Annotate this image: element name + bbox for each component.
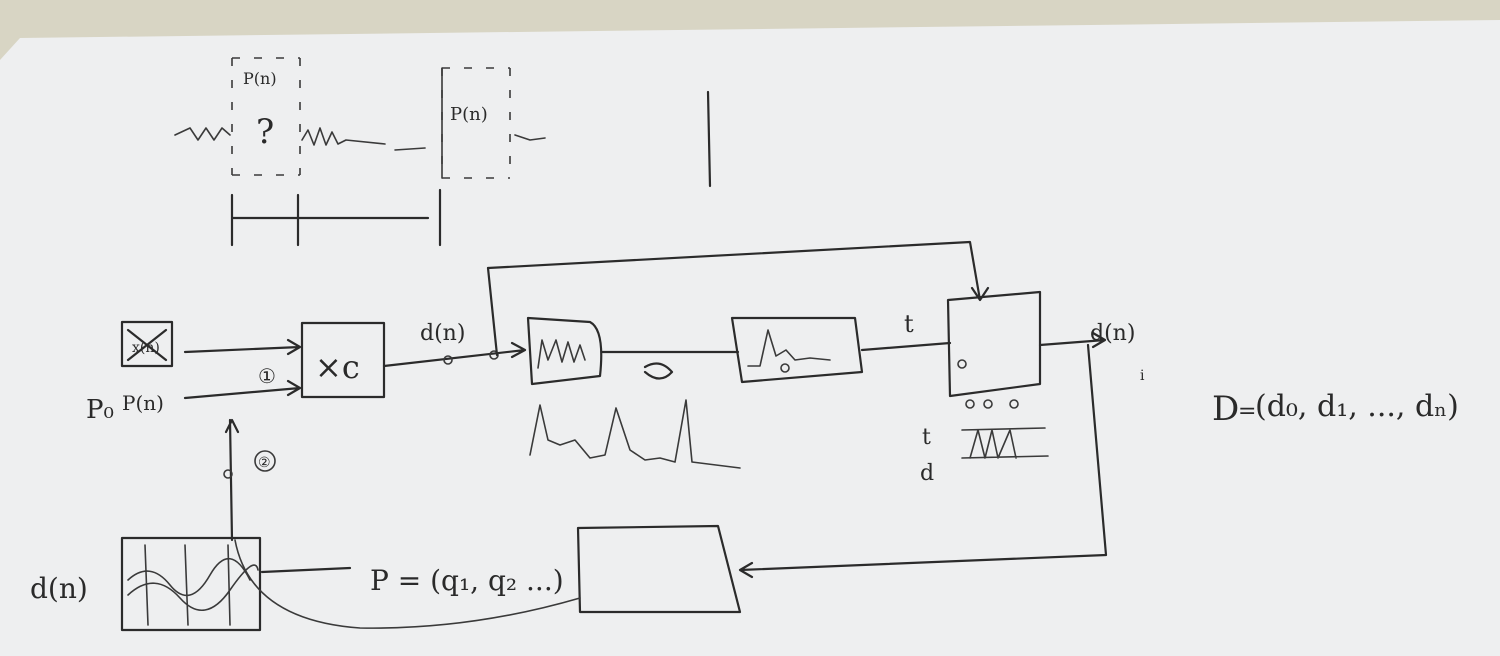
p-n-label: P(n): [122, 391, 164, 415]
d-vector-lhs: D: [1212, 389, 1239, 429]
legend-t: t: [922, 425, 931, 450]
p-vector-label: P = (q₁, q₂ ...): [370, 564, 564, 597]
feedback-right-line: [738, 343, 1108, 579]
feedback-top-line: [486, 240, 990, 302]
line-detector-to-decision: [860, 341, 952, 352]
pulse-detector-block: [730, 316, 864, 384]
waveform-curve-2: [127, 564, 259, 612]
waveform-curve-1: [127, 557, 251, 597]
feedback-path: ② d(n) P = (q₁, q₂ ...): [30, 343, 1108, 632]
arrow-up-to-p: [224, 418, 240, 542]
pipeline: x(n) P₀ P(n) ① ×c d(n) t d(n) i t d: [86, 240, 1459, 486]
waveform-window-box: [120, 536, 262, 632]
spike-waveform: [529, 399, 741, 469]
bottom-d-in-label: d(n): [30, 572, 88, 605]
d-vector-body: (d₀, d₁, ..., dₙ): [1255, 389, 1459, 424]
arrow-xc-to-filter: [382, 341, 527, 368]
timing-ruler: [230, 188, 442, 247]
arrow-p-to-xc: [183, 379, 302, 400]
spike-filter-block: [526, 316, 603, 386]
decision-block: [946, 290, 1042, 398]
top-label-p-right: P(n): [450, 104, 488, 125]
top-label-p-left: P(n): [243, 69, 277, 88]
d-n-label: d(n): [420, 321, 465, 346]
separator-line: [706, 90, 712, 188]
paper-sheet: [0, 20, 1500, 656]
loop-1-label: ①: [258, 364, 276, 388]
question-mark: ?: [256, 112, 274, 152]
d-vector-eq: =: [1238, 399, 1256, 424]
scribble-mark: [643, 362, 674, 380]
xc-label: ×c: [315, 348, 360, 386]
loop-2-label: ②: [258, 455, 271, 471]
p0-label: P₀: [86, 395, 114, 425]
i-label: i: [1140, 368, 1145, 384]
x-input-box: [120, 320, 174, 368]
arrow-decision-out: [1038, 331, 1107, 349]
estimator-block: [576, 524, 742, 614]
d-out-label: d(n): [1090, 321, 1135, 346]
noise-squiggle: [174, 127, 231, 141]
line-window-to-p: [260, 566, 352, 574]
curve-to-estimator: [234, 539, 581, 629]
xc-block: [300, 321, 386, 399]
x-input-label: x(n): [132, 340, 160, 356]
t-label: t: [904, 310, 914, 338]
legend-d: d: [920, 461, 934, 486]
arrow-x-to-xc: [183, 338, 302, 356]
td-pulses: [961, 427, 1049, 459]
top-frame-sketch: P(n) ? P(n): [174, 57, 712, 247]
